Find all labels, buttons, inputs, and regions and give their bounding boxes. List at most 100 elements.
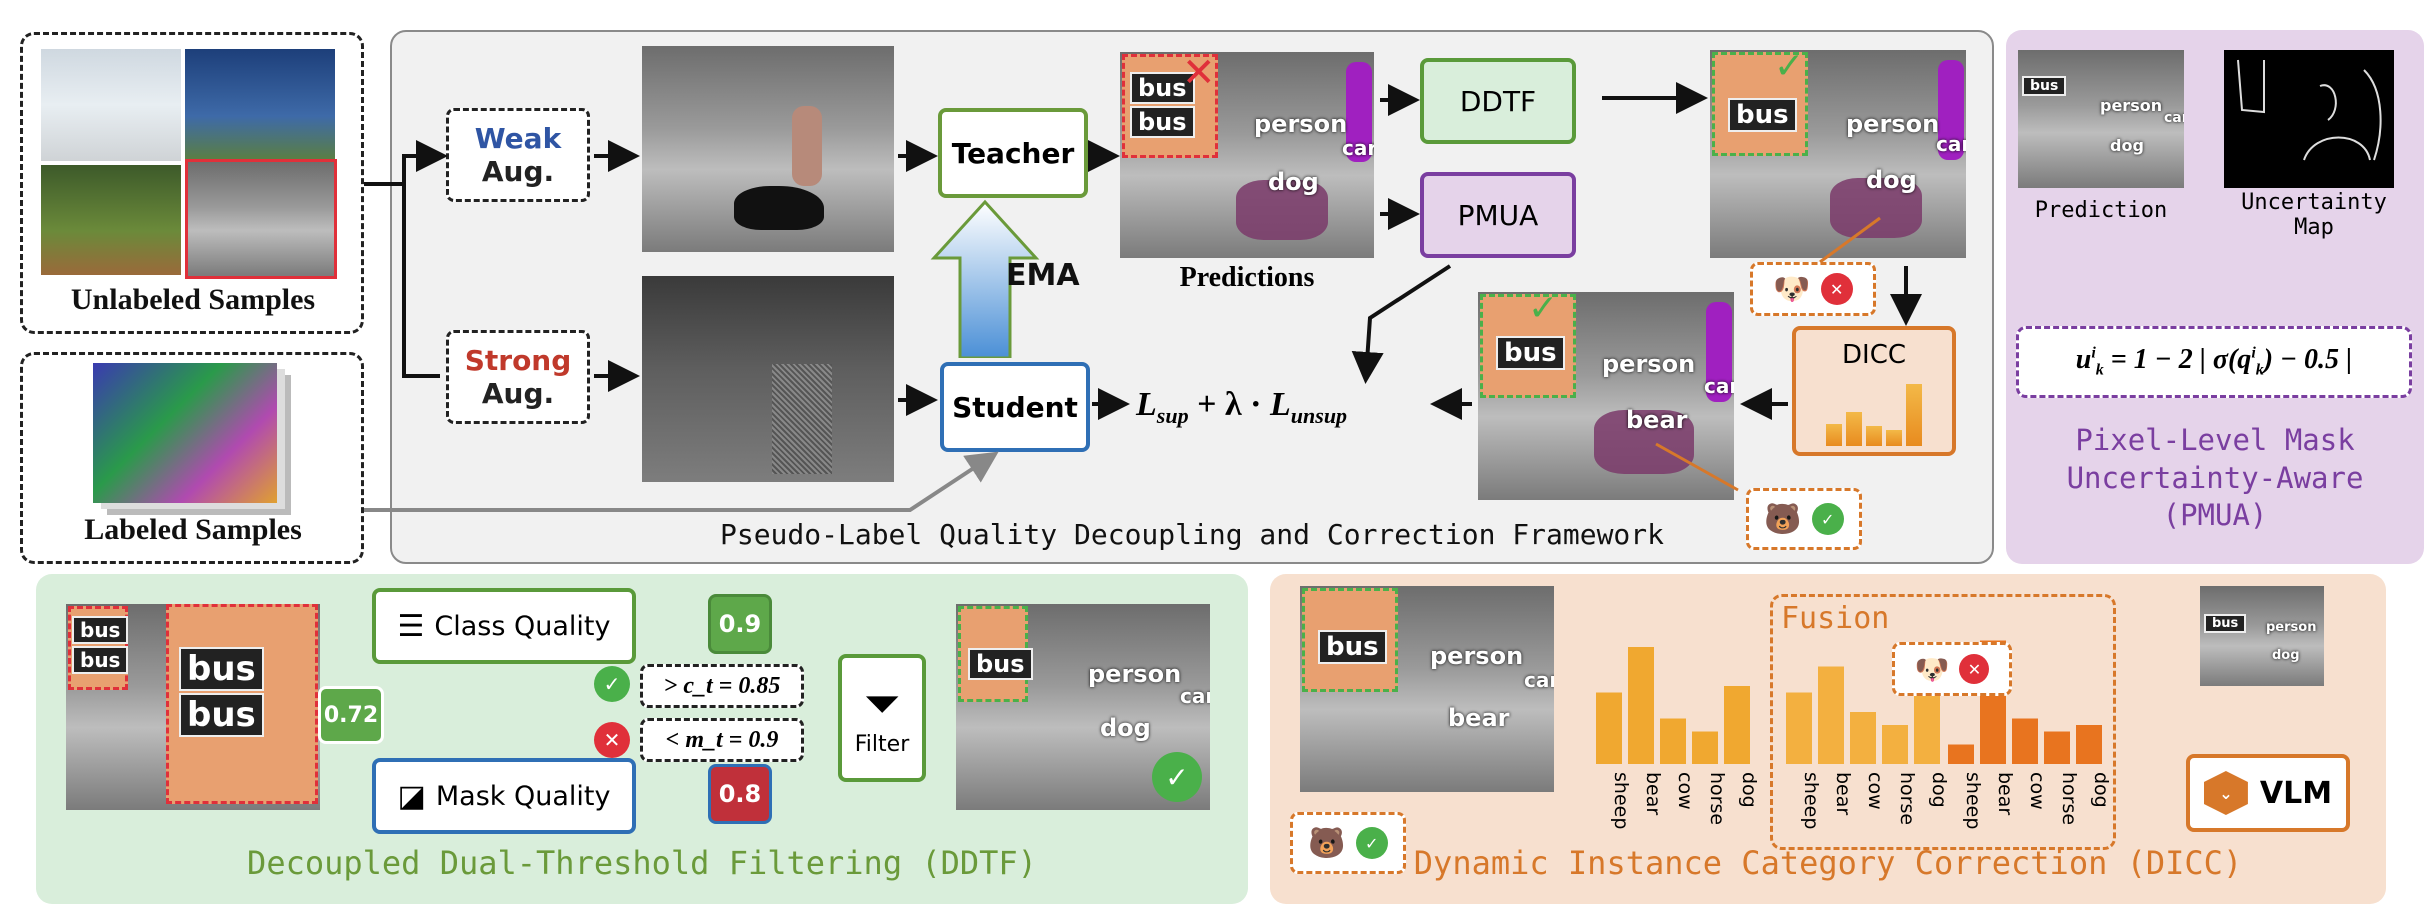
unlabeled-photo-2 — [185, 49, 335, 161]
strong-aug-word: Aug. — [481, 377, 555, 410]
filter-box: ⏷ Filter — [838, 654, 926, 782]
uncertainty-map-edges — [2237, 59, 2382, 161]
class-quality-icon: ☰ — [397, 608, 425, 644]
dicc-bear-accept-badge: 🐻 ✓ — [1290, 812, 1406, 874]
loss-sup: L — [1136, 386, 1157, 423]
bear-face-icon: 🐻 — [1764, 501, 1802, 537]
dicc-panel: bus person bear car 🐻 ✓ sheepbearcowhors… — [1270, 574, 2386, 904]
fusion-box: Fusion — [1770, 594, 2116, 850]
unlabeled-samples-box: Unlabeled Samples — [20, 32, 364, 334]
bus-tag: bus — [1728, 98, 1797, 132]
bear-face-icon: 🐻 — [1308, 825, 1346, 861]
bus-tag-bottom: bus — [72, 646, 129, 674]
vlm-logo-icon: ⌄ — [2203, 771, 2248, 815]
dog-tag: dog — [2272, 648, 2300, 663]
bus-tag-top: bus — [72, 616, 129, 644]
car-tag: car — [1704, 374, 1734, 398]
uncertainty-map-label: Uncertainty Map — [2241, 190, 2387, 240]
dog-mask — [1830, 178, 1922, 238]
car-tag: car — [2164, 110, 2184, 126]
car-mask — [1346, 62, 1372, 162]
vlm-box: ⌄ VLM — [2186, 754, 2350, 832]
bear-accept-badge: 🐻 ✓ — [1746, 488, 1862, 550]
pmua-panel: bus person dog car Prediction Uncertaint… — [2006, 30, 2424, 564]
bear-mask — [1594, 410, 1694, 474]
predictions-image: bus bus person dog car ✕ — [1120, 52, 1374, 258]
unlabeled-photo-3 — [41, 165, 181, 275]
ddtf-panel-title: Decoupled Dual-Threshold Filtering (DDTF… — [247, 844, 1037, 882]
ema-label: EMA — [1006, 258, 1080, 293]
dog-tag: dog — [1268, 168, 1319, 196]
loss-sup-subscript: sup — [1156, 402, 1189, 428]
car-tag: car — [1180, 684, 1210, 708]
person-tag: person — [1846, 110, 1940, 138]
labeled-samples-box: Labeled Samples — [20, 352, 364, 564]
weak-aug-image — [642, 46, 894, 252]
unlabeled-samples-label: Unlabeled Samples — [70, 283, 316, 316]
dicc-mini-bar — [1906, 384, 1922, 446]
bar-horse — [2044, 731, 2070, 764]
tick-label-dog: dog — [1738, 772, 1760, 808]
class-score-box: 0.9 — [708, 594, 772, 654]
person-tag: person — [1254, 110, 1348, 138]
ddtf-panel: bus bus bus bus 0.72 ☰ Class Quality ◪ M… — [36, 574, 1248, 904]
bear-tag: bear — [1626, 406, 1688, 434]
framework-title: Pseudo-Label Quality Decoupling and Corr… — [719, 518, 1664, 551]
pmua-panel-title: Pixel-Level Mask Uncertainty-Aware (PMUA… — [2066, 423, 2364, 533]
car-tag: car — [1524, 668, 1554, 692]
bus-tag-zoom-bottom: bus — [179, 693, 264, 737]
tick-label-sheep: sheep — [1962, 772, 1984, 829]
unlabeled-photo-4 — [185, 159, 337, 279]
accept-circle-icon: ✓ — [1355, 827, 1388, 859]
class-quality-box: ☰ Class Quality — [372, 588, 636, 664]
dog-tag: dog — [1866, 166, 1917, 194]
noise-patch — [772, 364, 832, 474]
dicc-output-image: bus person bear car — [1300, 586, 1554, 792]
bus-tag-zoom-top: bus — [179, 647, 264, 691]
dicc-mini-bar — [1826, 424, 1842, 446]
mask-score-box: 0.8 — [708, 764, 772, 824]
ddtf-zoom-image: bus bus — [166, 604, 318, 804]
car-tag: car — [1936, 132, 1966, 156]
accept-circle-icon: ✓ — [594, 666, 630, 702]
dog-tag: dog — [2110, 136, 2144, 155]
vlm-input-image: bus person dog — [2200, 586, 2324, 686]
filter-label: Filter — [854, 731, 910, 757]
tick-label-bear: bear — [1994, 772, 2016, 815]
ddtf-input-score: 0.72 — [318, 686, 384, 744]
bar-bear — [1628, 647, 1654, 764]
tick-label-dog: dog — [1928, 772, 1950, 808]
bar-horse — [1882, 725, 1908, 764]
bus-tag: bus — [2022, 76, 2067, 96]
dicc-mini-bar — [1886, 430, 1902, 446]
pmua-formula: uik = 1 − 2 | σ(qik) − 0.5 | — [2075, 344, 2353, 379]
dicc-panel-title: Dynamic Instance Category Correction (DI… — [1413, 844, 2243, 882]
reject-circle-icon: ✕ — [1959, 654, 1990, 684]
bear-silhouette — [734, 186, 824, 230]
bar-sheep — [1596, 692, 1622, 764]
ddtf-output-image: bus person dog car ✓ — [956, 604, 1210, 810]
tick-label-bear: bear — [1642, 772, 1664, 815]
car-mask — [1706, 302, 1732, 402]
ddtf-box: DDTF — [1420, 58, 1576, 144]
weak-aug-word: Aug. — [481, 155, 555, 188]
teacher-box: Teacher — [938, 108, 1088, 198]
bar-dog — [1724, 686, 1750, 764]
pmua-formula-box: uik = 1 − 2 | σ(qik) − 0.5 | — [2016, 326, 2412, 398]
bear-tag: bear — [1448, 704, 1510, 732]
ema-arrow — [930, 199, 1040, 358]
weak-aug-box: Weak Aug. — [446, 108, 590, 202]
loss-unsup-subscript: unsup — [1290, 402, 1348, 428]
check-icon: ✓ — [1528, 292, 1559, 329]
bar-cow — [1850, 712, 1876, 764]
tick-label-bear: bear — [1832, 772, 1854, 815]
dog-face-icon: 🐶 — [1914, 652, 1950, 686]
check-icon: ✓ — [1774, 50, 1805, 87]
pmua-prediction-image: bus person dog car — [2018, 50, 2184, 188]
pmua-box: PMUA — [1420, 172, 1576, 258]
class-quality-label: Class Quality — [434, 610, 611, 642]
strong-aug-box: Strong Aug. — [446, 330, 590, 424]
tick-label-cow: cow — [2026, 772, 2048, 810]
tick-label-horse: horse — [2058, 772, 2080, 825]
